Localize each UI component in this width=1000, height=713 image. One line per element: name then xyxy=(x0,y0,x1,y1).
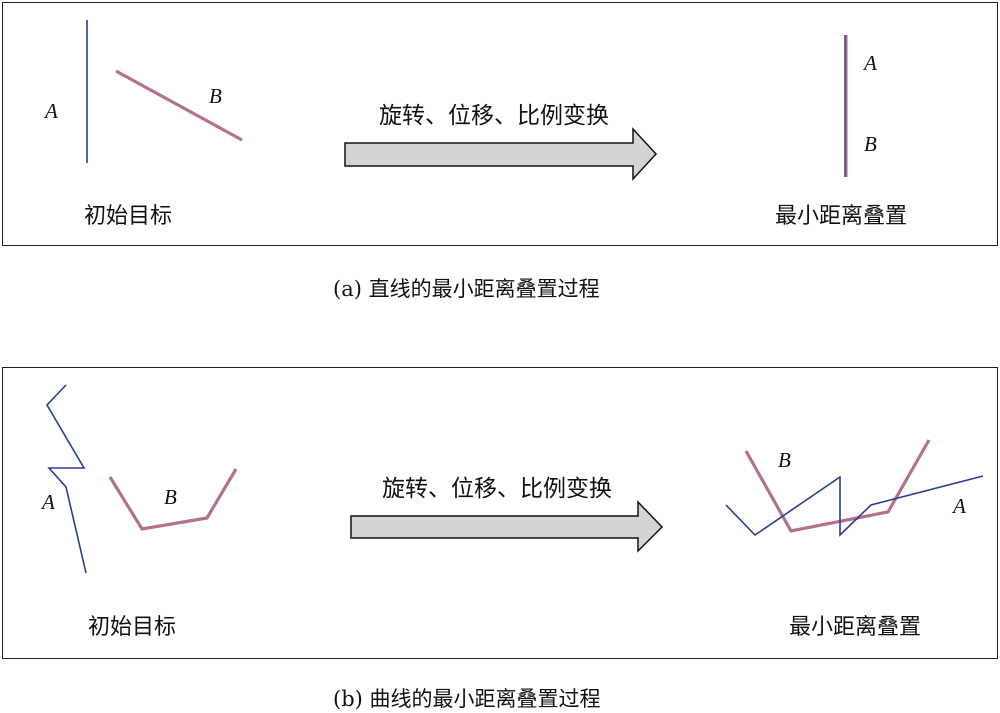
panel-b-arrow xyxy=(350,500,664,553)
panel-b-result-curve-b xyxy=(744,439,931,533)
panel-b-initial-label: 初始目标 xyxy=(88,615,177,640)
panel-b-frame xyxy=(2,367,998,659)
panel-a-operation-label: 旋转、位移、比例变换 xyxy=(379,103,609,129)
panel-a-arrow xyxy=(344,127,658,181)
panel-a-curve-b-label: B xyxy=(209,84,222,108)
panel-a-initial-label: 初始目标 xyxy=(84,204,173,229)
panel-b-curve-b xyxy=(108,468,238,531)
panel-a-curve-a-label: A xyxy=(45,99,58,123)
panel-b-curve-a-label: A xyxy=(42,490,55,514)
panel-b-operation-label: 旋转、位移、比例变换 xyxy=(382,476,612,502)
panel-a-result-b-label: B xyxy=(864,132,877,156)
panel-a-frame xyxy=(2,2,998,246)
panel-b-result-curve-a xyxy=(725,475,984,537)
panel-a-result-a-label: A xyxy=(864,51,877,75)
panel-b-curve-b-label: B xyxy=(164,485,177,509)
panel-b-result-label: 最小距离叠置 xyxy=(789,615,922,640)
panel-b-result-a-label: A xyxy=(953,494,966,518)
panel-a-line-b xyxy=(115,69,243,142)
panel-a-result-label: 最小距离叠置 xyxy=(775,204,908,229)
panel-b-caption: (b) 曲线的最小距离叠置过程 xyxy=(333,687,601,711)
panel-b-curve-a xyxy=(46,384,87,574)
panel-b-result-b-label: B xyxy=(778,448,791,472)
panel-a-caption: (a) 直线的最小距离叠置过程 xyxy=(333,277,600,301)
